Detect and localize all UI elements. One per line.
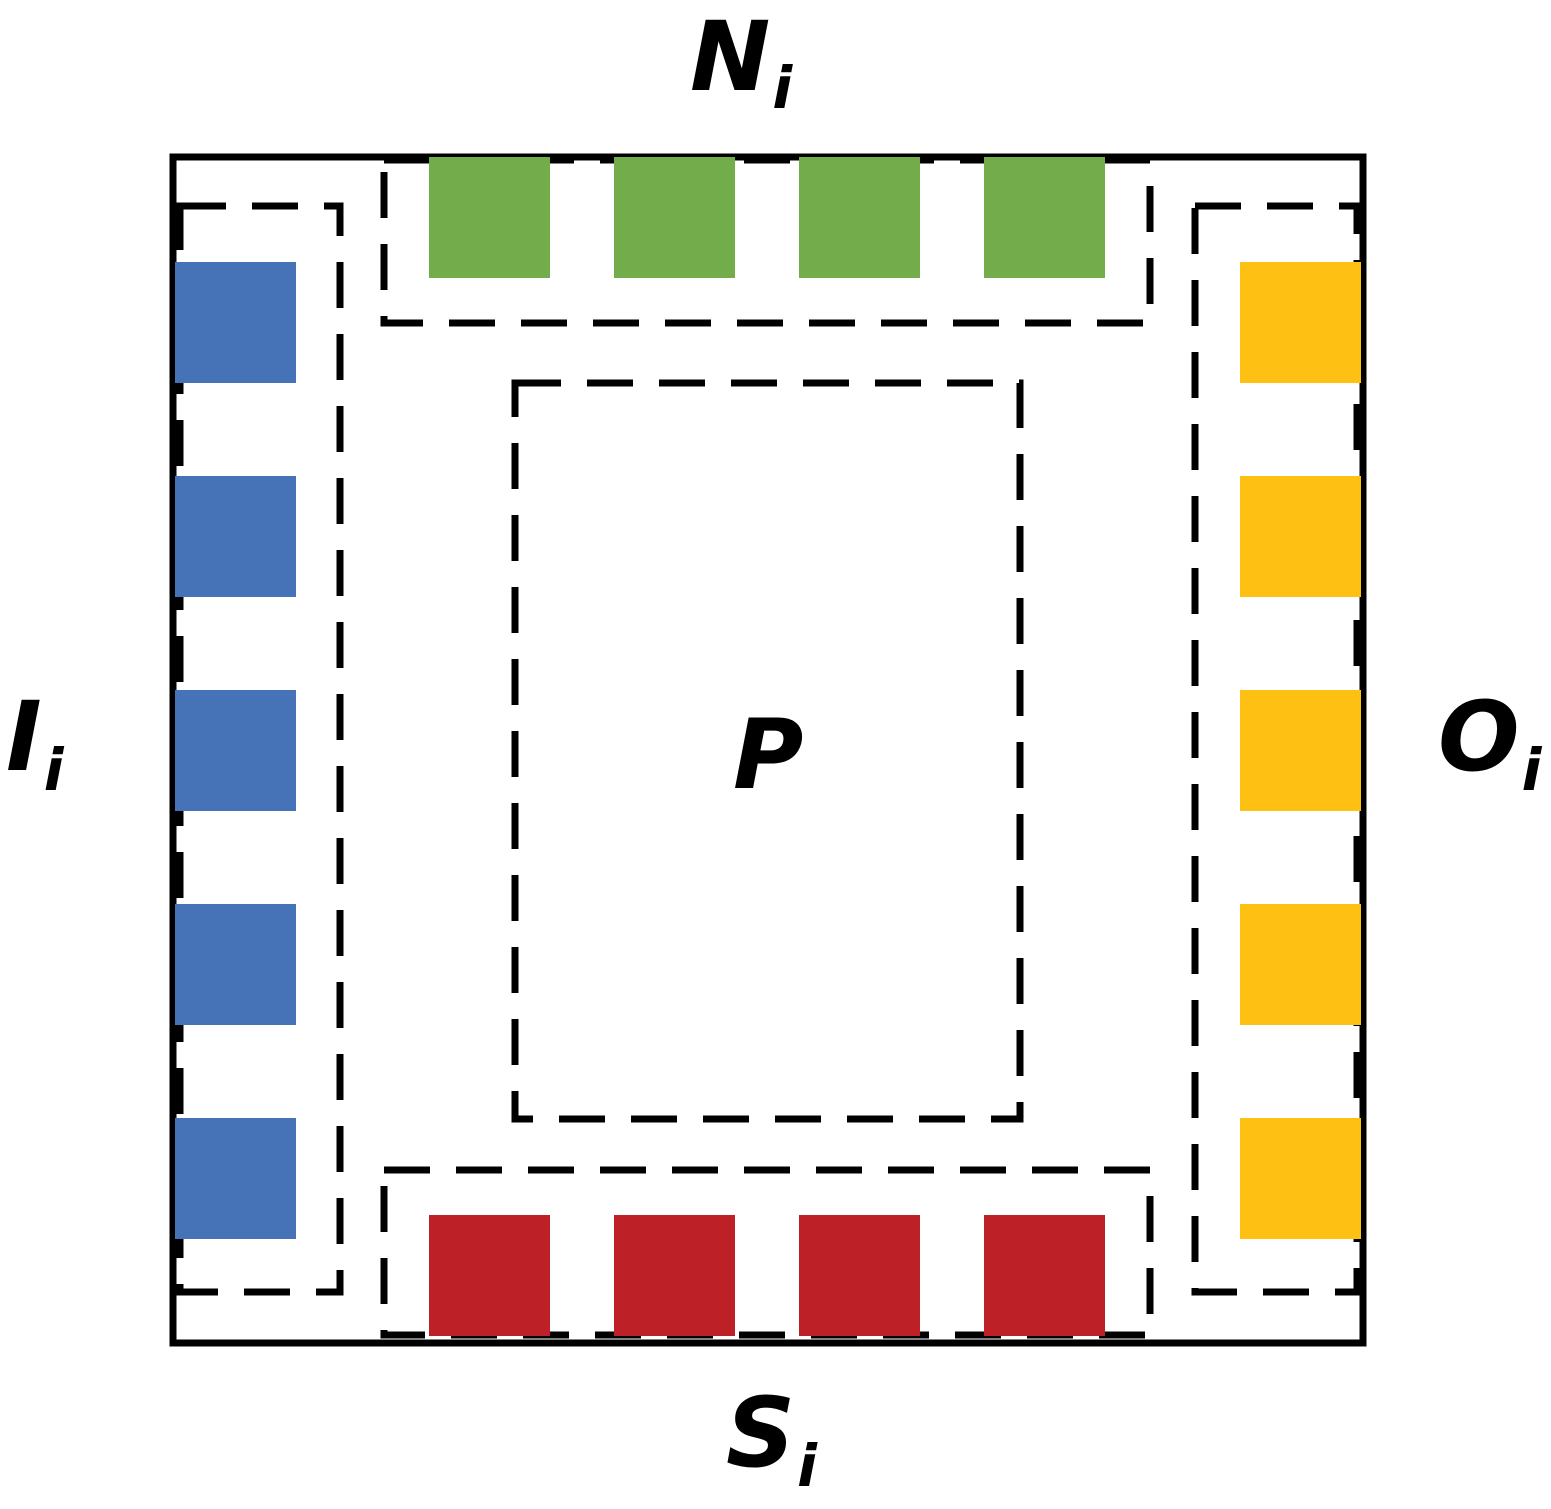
east-label-main: O (1438, 681, 1520, 793)
north-squares (429, 157, 1105, 278)
east-label-sub: i (1522, 736, 1543, 804)
west-label-main: I (6, 681, 42, 793)
north-square-3 (799, 157, 920, 278)
east-square-5 (1240, 1118, 1361, 1239)
west-square-4 (175, 904, 296, 1025)
south-region-outline (380, 1166, 1154, 1339)
east-label: Oi (1438, 681, 1543, 804)
west-square-3 (175, 690, 296, 811)
east-square-3 (1240, 690, 1361, 811)
east-squares (1240, 262, 1361, 1239)
west-square-1 (175, 262, 296, 383)
south-squares (429, 1215, 1105, 1336)
west-square-2 (175, 476, 296, 597)
north-label: Ni (690, 1, 793, 122)
north-label-main: N (690, 1, 770, 113)
east-square-1 (1240, 262, 1361, 383)
north-label-sub: i (772, 54, 793, 122)
east-square-2 (1240, 476, 1361, 597)
south-square-1 (429, 1215, 550, 1336)
east-square-4 (1240, 904, 1361, 1025)
south-square-4 (984, 1215, 1105, 1336)
west-label: Ii (6, 681, 65, 804)
center-region-outline (511, 379, 1024, 1123)
south-square-3 (799, 1215, 920, 1336)
west-squares (175, 262, 296, 1239)
north-square-2 (614, 157, 735, 278)
north-square-1 (429, 157, 550, 278)
east-region-outline (1191, 202, 1361, 1296)
north-region-outline (380, 156, 1154, 327)
south-label: Si (726, 1377, 818, 1500)
south-label-main: S (726, 1377, 795, 1489)
west-square-5 (175, 1118, 296, 1239)
south-square-2 (614, 1215, 735, 1336)
center-label: P (733, 699, 803, 811)
north-square-4 (984, 157, 1105, 278)
south-label-sub: i (797, 1432, 818, 1500)
west-label-sub: i (44, 736, 65, 804)
